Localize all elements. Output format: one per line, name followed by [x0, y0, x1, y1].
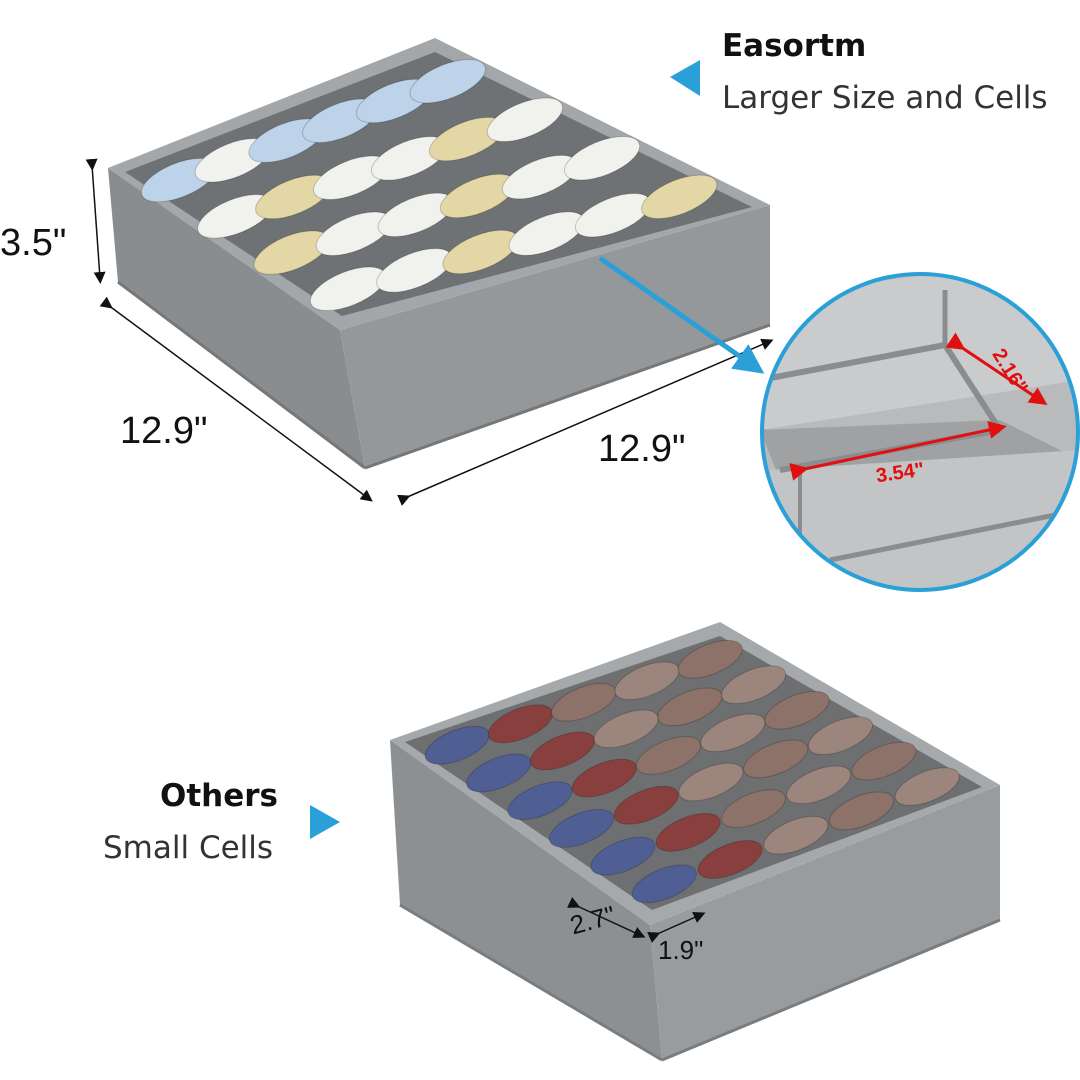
height-dimension-line [85, 158, 106, 284]
sock [590, 836, 656, 876]
sock [678, 762, 744, 802]
bottom-subtitle: Small Cells [103, 830, 274, 866]
sock [613, 785, 679, 825]
triangle-pointer-icon [670, 60, 700, 96]
sock [486, 97, 564, 143]
sock [700, 713, 766, 753]
small-cell-depth-label: 1.9" [658, 935, 704, 965]
sock [593, 709, 659, 749]
sock [721, 665, 787, 705]
sock [466, 753, 532, 793]
sock [829, 791, 895, 831]
sock [409, 59, 486, 104]
sock [548, 809, 614, 848]
width-label: 12.9" [598, 428, 686, 470]
sock [851, 741, 917, 781]
sock [764, 690, 830, 730]
top-organizer-box [108, 38, 771, 470]
width-dimension-line [397, 338, 774, 506]
depth-dimension-line [99, 296, 373, 502]
sock [631, 864, 697, 904]
sock [677, 639, 743, 679]
depth-label: 12.9" [120, 410, 208, 452]
sock [763, 815, 829, 855]
cell-detail-circle [760, 272, 1080, 592]
top-brand-label: Easortm [722, 28, 867, 64]
sock [807, 716, 873, 756]
sock [563, 136, 641, 181]
triangle-pointer-icon [310, 805, 340, 839]
sock [507, 781, 573, 821]
top-subtitle: Larger Size and Cells [722, 80, 1048, 116]
sock [636, 736, 702, 775]
bottom-brand-label: Others [160, 778, 279, 814]
sock [641, 174, 718, 220]
sock [529, 731, 595, 771]
sock [697, 840, 763, 879]
sock [720, 789, 786, 828]
sock [655, 813, 721, 852]
sock [571, 758, 637, 798]
zoom-pointer-arrow [598, 255, 765, 374]
sock [894, 767, 960, 806]
sock [786, 765, 852, 805]
bottom-organizer-box [390, 622, 1001, 1062]
height-label: 3.5" [0, 222, 67, 264]
sock [657, 687, 723, 727]
sock [743, 739, 809, 779]
